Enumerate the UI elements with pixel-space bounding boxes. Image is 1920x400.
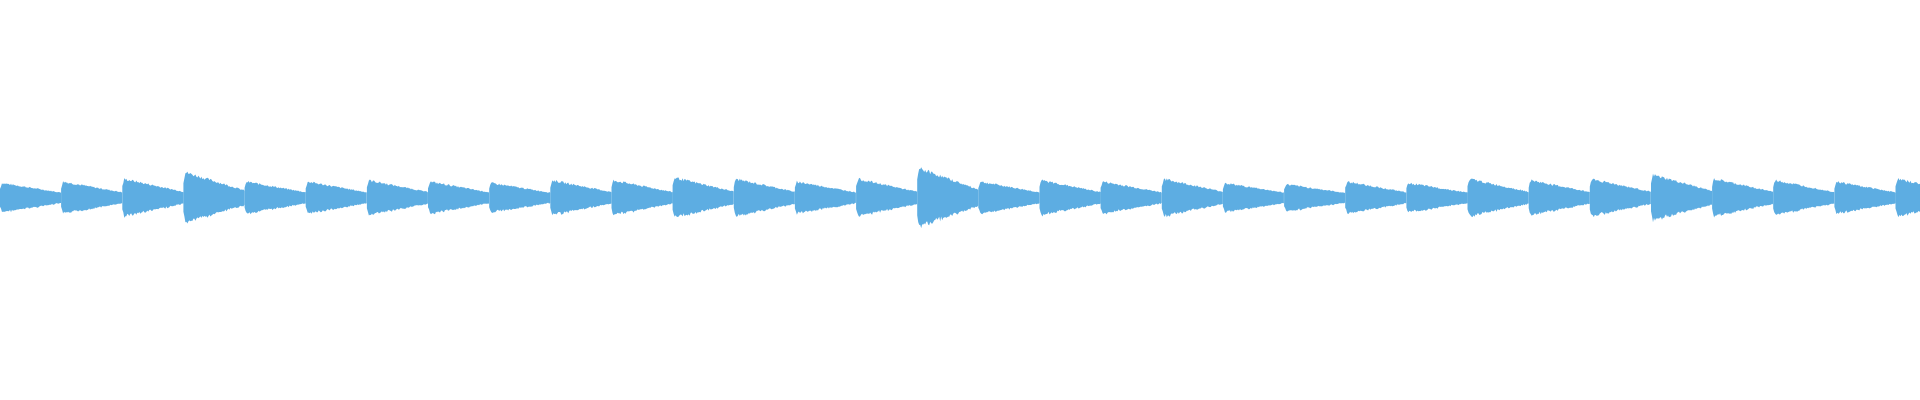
waveform-segment: [1345, 181, 1407, 215]
waveform-segment: [244, 181, 306, 215]
waveform-segment: [183, 171, 245, 224]
waveform-segment: [1161, 178, 1223, 218]
waveform-segment: [856, 177, 918, 217]
waveform-segment: [1773, 179, 1835, 215]
waveform-segment: [1100, 181, 1162, 215]
waveform-segment: [550, 180, 612, 216]
waveform-segment: [305, 181, 367, 214]
waveform-segment: [794, 180, 856, 215]
waveform-segment: [1284, 183, 1346, 212]
waveform-segment: [489, 182, 551, 213]
waveform-segment: [1834, 181, 1896, 215]
waveform-segment: [1039, 179, 1101, 217]
waveform-segment: [428, 181, 489, 215]
waveform-segment: [1651, 173, 1712, 223]
waveform-segment: [0, 183, 61, 213]
waveform-segment: [1528, 179, 1590, 216]
waveform-segment: [733, 178, 795, 217]
waveform-segment: [672, 177, 734, 217]
waveform-segment: [1712, 178, 1774, 218]
waveform-segment: [611, 179, 673, 216]
waveform-segment: [122, 178, 184, 218]
waveform-segment: [1467, 178, 1529, 218]
waveform-segment: [1222, 182, 1284, 213]
waveform-segment: [917, 167, 979, 229]
waveform-segment: [366, 179, 428, 216]
waveform-segment: [1406, 182, 1468, 213]
waveform-segment: [1895, 178, 1920, 218]
waveform-segment: [1589, 178, 1651, 218]
waveform-segment: [61, 181, 123, 214]
waveform-segment: [978, 181, 1040, 215]
